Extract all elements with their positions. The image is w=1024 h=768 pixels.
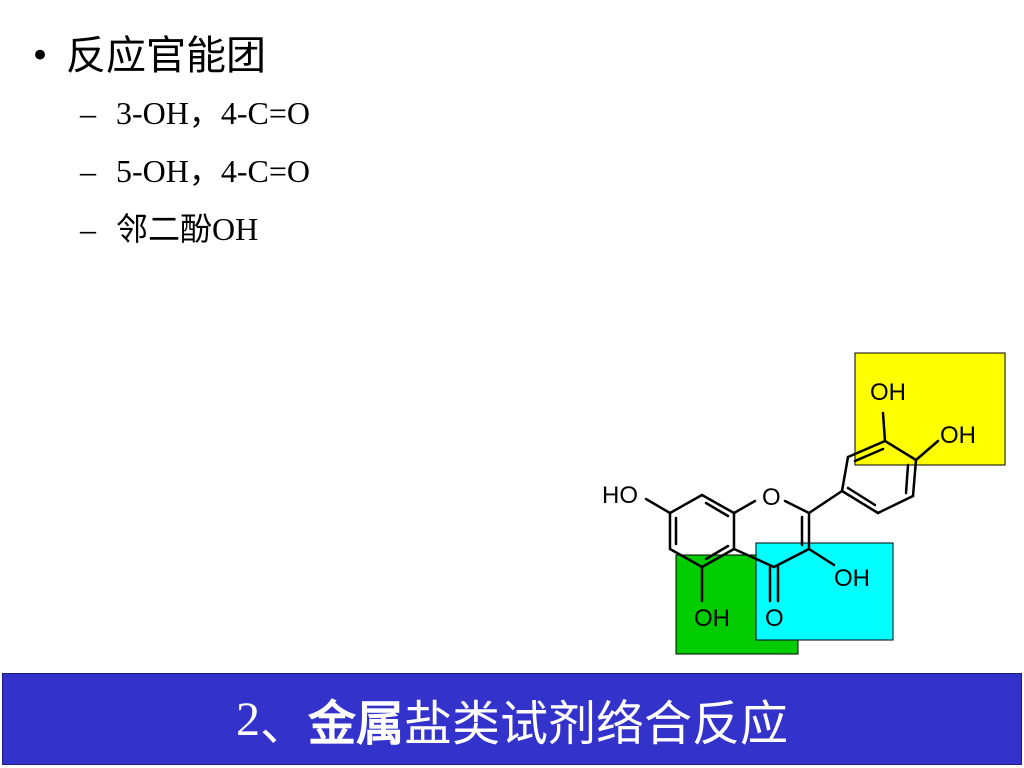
dash-marker: – xyxy=(80,211,96,247)
sub-bullet-text: 5-OH，4-C=O xyxy=(116,153,311,189)
section-separator: 、 xyxy=(259,696,308,752)
oh3p-label: OH xyxy=(870,379,906,406)
oh4p-label: OH xyxy=(940,422,976,449)
dash-marker: – xyxy=(80,95,96,131)
bullet-dot: • xyxy=(30,36,51,76)
atom-labels: HO O OH OH O OH OH xyxy=(602,379,976,632)
sub-bullet-2: – 5-OH，4-C=O xyxy=(80,142,310,200)
bonds xyxy=(644,411,940,603)
section-title-bold: 金属 xyxy=(307,696,404,752)
bullet-main: • 反应官能团 xyxy=(30,28,310,84)
sub-bullet-text: 3-OH，4-C=O xyxy=(116,95,311,131)
ring-oxygen-label: O xyxy=(762,484,781,511)
sub-bullet-3: – 邻二酚OH xyxy=(80,200,310,258)
section-title-rest: 盐类试剂络合反应 xyxy=(404,696,789,752)
sub-bullet-1: – 3-OH，4-C=O xyxy=(80,84,310,142)
sub-bullet-text: 邻二酚OH xyxy=(116,211,259,247)
section-number: 2 xyxy=(235,692,260,746)
section-title-bar: 2 、 金属 盐类试剂络合反应 xyxy=(2,673,1022,765)
bullet-main-text: 反应官能团 xyxy=(66,33,266,79)
dash-marker: – xyxy=(80,153,96,189)
flavonol-structure: HO O OH OH O OH OH xyxy=(602,352,1006,655)
bullet-list: • 反应官能团 – 3-OH，4-C=O – 5-OH，4-C=O – 邻二酚O… xyxy=(30,28,310,258)
oh5-label: OH xyxy=(694,605,730,632)
ho7-label: HO xyxy=(602,482,638,509)
carbonyl-oxygen-label: O xyxy=(765,605,784,632)
oh3-label: OH xyxy=(834,565,870,592)
